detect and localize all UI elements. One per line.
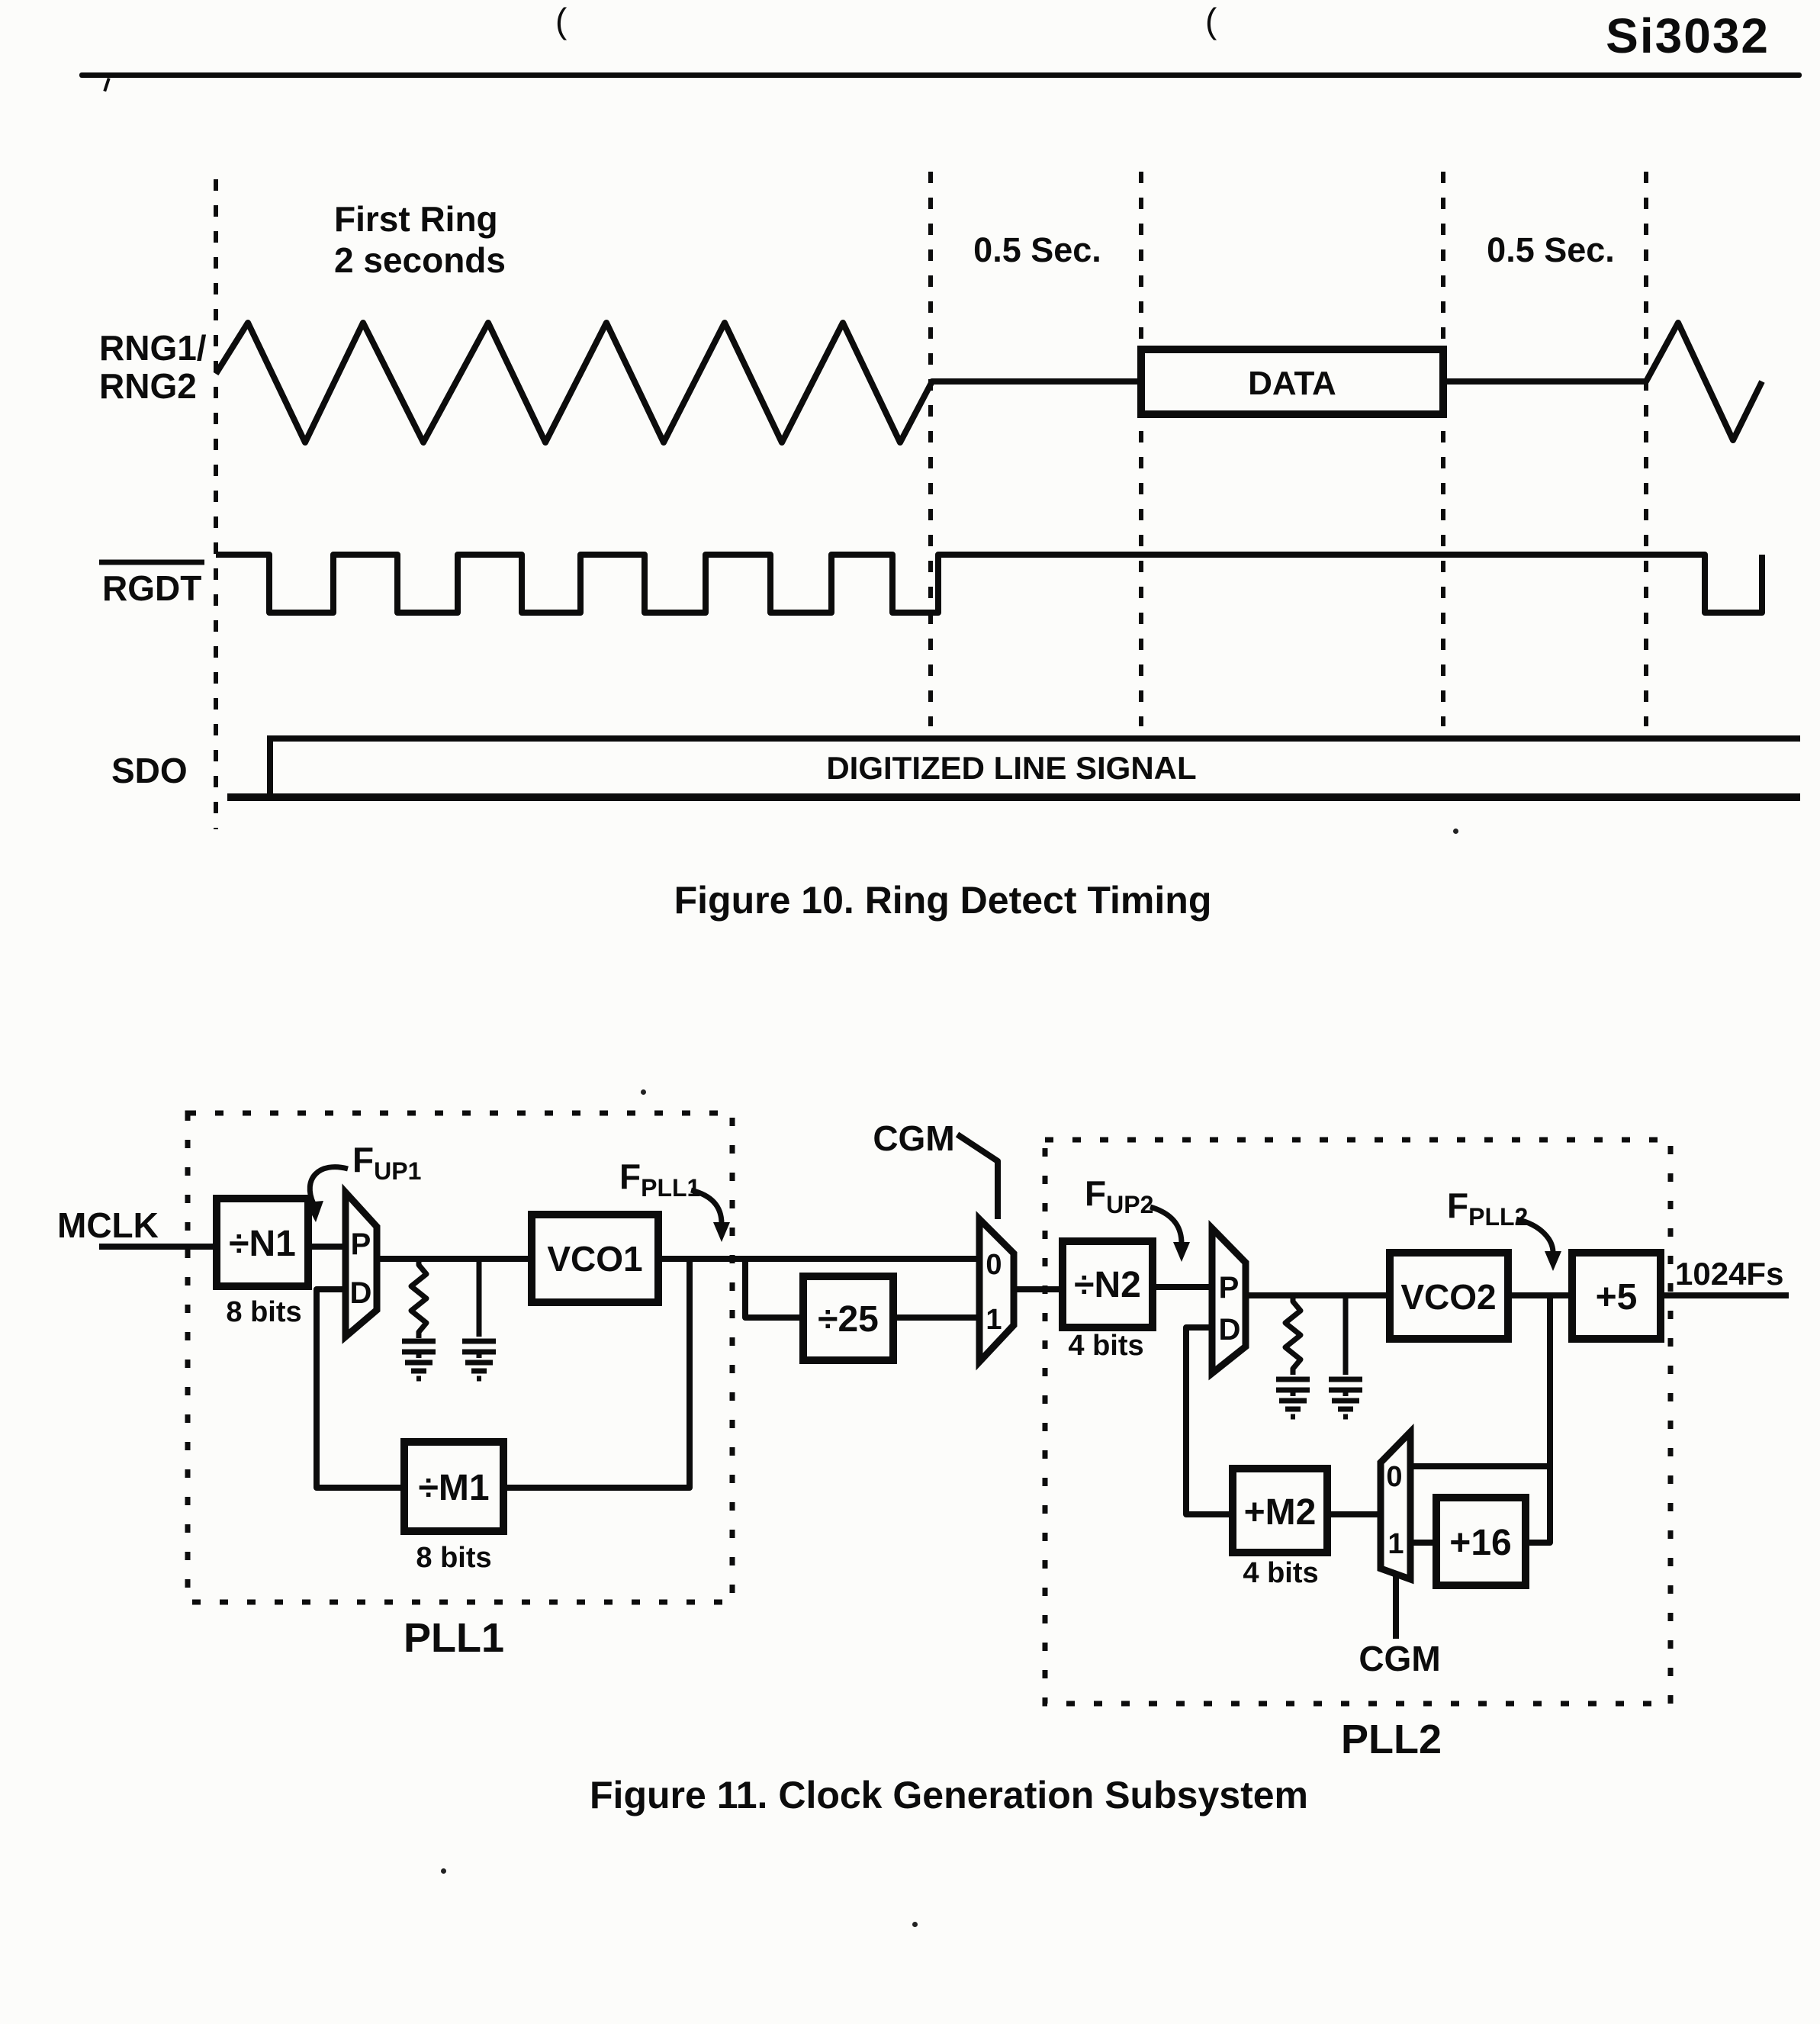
vco1-box xyxy=(528,1211,662,1306)
div-m2-label: +M2 xyxy=(1244,1492,1317,1533)
div25-branch-wire xyxy=(742,1259,979,1321)
scan-artifact-paren-right: ( xyxy=(1205,1,1217,40)
figure10-ring-detect-timing: First Ring 2 seconds 0.5 Sec. 0.5 Sec. R… xyxy=(99,172,1800,922)
div-n1-box xyxy=(213,1195,312,1290)
pd1-d-label: D xyxy=(350,1276,372,1310)
pll2-feedback-drop-wire xyxy=(1526,1295,1553,1546)
first-ring-label-line1: First Ring xyxy=(334,199,498,239)
mux2-in1-label: 1 xyxy=(1388,1528,1404,1560)
sdo-bus-label: DIGITIZED LINE SIGNAL xyxy=(826,750,1196,786)
rng-signal-label-line1: RNG1/ xyxy=(99,328,207,368)
fup1-arrow xyxy=(307,1164,349,1205)
mclk-label: MCLK xyxy=(57,1205,159,1245)
scan-speck xyxy=(441,1868,446,1874)
loop-filter2-resistor-icon xyxy=(1282,1295,1304,1375)
output-1024fs-label: 1024Fs xyxy=(1675,1256,1783,1292)
loop-filter2-ground2-icon xyxy=(1332,1398,1359,1420)
divm2-to-pd2-wire xyxy=(1183,1324,1233,1517)
vco2-box xyxy=(1386,1249,1512,1343)
div-m1-box xyxy=(400,1438,507,1535)
scan-artifact-tick xyxy=(103,77,111,92)
fpll2-arrow xyxy=(1516,1216,1556,1253)
loop-filter1-cap1-icon xyxy=(402,1338,436,1358)
cgm-bottom-label: CGM xyxy=(1359,1639,1440,1678)
fup2-arrowhead-icon xyxy=(1173,1242,1190,1262)
loop-filter1-ground2-icon xyxy=(465,1360,493,1382)
pll1-feedback-wire xyxy=(314,1259,693,1491)
loop-filter1-cap2-icon xyxy=(462,1338,496,1358)
loop-filter1-ground1-icon xyxy=(405,1360,432,1382)
first-ring-label-line2: 2 seconds xyxy=(334,240,506,280)
loop-filter2-cap1-icon xyxy=(1276,1376,1310,1396)
vco1-label: VCO1 xyxy=(547,1239,642,1279)
scan-speck xyxy=(641,1089,646,1095)
rgdt-waveform xyxy=(216,552,1765,616)
div-m2-bits-label: 4 bits xyxy=(1243,1557,1318,1589)
pd2-d-label: D xyxy=(1219,1313,1241,1347)
div-n2-bits-label: 4 bits xyxy=(1068,1330,1143,1362)
div-m1-bits-label: 8 bits xyxy=(416,1542,491,1574)
loop-filter2-ground1-icon xyxy=(1279,1398,1307,1420)
div-16-label: +16 xyxy=(1449,1523,1511,1563)
rgdt-signal-label: RGDT xyxy=(102,568,201,608)
fup1-label: FUP1 xyxy=(352,1140,421,1185)
div-16-box xyxy=(1433,1494,1529,1589)
loop-filter2-cap2-icon xyxy=(1329,1376,1362,1396)
fup2-label: FUP2 xyxy=(1085,1173,1153,1218)
mux2-in0-label: 0 xyxy=(1386,1461,1402,1493)
pd2-p-label: P xyxy=(1219,1271,1240,1305)
fpll1-arrowhead-icon xyxy=(713,1222,730,1242)
mux1-in0-label: 0 xyxy=(986,1249,1002,1281)
div-m1-label: ÷M1 xyxy=(418,1468,489,1508)
cgm-top-label: CGM xyxy=(873,1118,954,1158)
div-m2-box xyxy=(1229,1465,1331,1556)
div-25-box xyxy=(799,1273,897,1364)
fpll2-label: FPLL2 xyxy=(1447,1186,1528,1231)
figure11-clock-generation-subsystem: MCLK ÷N1 8 bits P D VCO1 ÷M1 8 bits PLL1… xyxy=(57,1110,1789,1816)
div-n1-bits-label: 8 bits xyxy=(226,1296,301,1328)
div-n2-box xyxy=(1059,1237,1156,1331)
loop-filter1-resistor-icon xyxy=(408,1259,429,1338)
sdo-bus-top-line xyxy=(267,735,1800,797)
data-box xyxy=(1137,346,1447,418)
vco2-label: VCO2 xyxy=(1400,1277,1496,1317)
div-n2-label: ÷N2 xyxy=(1074,1265,1141,1305)
div-25-label: ÷25 xyxy=(818,1299,879,1340)
fpll2-arrowhead-icon xyxy=(1545,1251,1561,1271)
div-5-box xyxy=(1568,1249,1664,1343)
figure10-caption: Figure 10. Ring Detect Timing xyxy=(674,879,1212,922)
scan-speck xyxy=(1453,829,1458,834)
figure11-caption: Figure 11. Clock Generation Subsystem xyxy=(590,1774,1308,1816)
phase-detector1-symbol xyxy=(342,1183,381,1344)
fpll1-arrow xyxy=(690,1187,725,1224)
mux1-in1-label: 1 xyxy=(986,1304,1002,1336)
div-5-label: +5 xyxy=(1596,1277,1638,1318)
scan-speck xyxy=(912,1922,918,1927)
rng-ring-waveform xyxy=(213,320,1765,446)
pd1-p-label: P xyxy=(351,1228,371,1261)
cgm-mux1-symbol xyxy=(976,1211,1018,1371)
phase-detector2-symbol xyxy=(1208,1219,1249,1381)
div-n1-label: ÷N1 xyxy=(229,1224,296,1264)
rng-signal-label-line2: RNG2 xyxy=(99,366,197,406)
cgm-mux2-symbol xyxy=(1377,1423,1414,1585)
fpll1-label: FPLL1 xyxy=(619,1157,700,1202)
fup1-arrowhead-icon xyxy=(305,1201,323,1222)
data-box-label: DATA xyxy=(1248,365,1336,402)
part-number: Si3032 xyxy=(1606,8,1770,63)
header-rule xyxy=(79,72,1802,78)
pll1-label: PLL1 xyxy=(404,1615,504,1661)
pll2-dashed-box xyxy=(1042,1137,1674,1707)
gap1-label: 0.5 Sec. xyxy=(973,230,1101,269)
sdo-signal-label: SDO xyxy=(111,751,188,790)
pll2-label: PLL2 xyxy=(1341,1717,1442,1762)
gap2-label: 0.5 Sec. xyxy=(1487,230,1615,269)
scan-artifact-paren-left: ( xyxy=(555,1,568,40)
fup2-arrow xyxy=(1149,1204,1185,1244)
cgm-top-select-wire xyxy=(955,1131,1001,1219)
